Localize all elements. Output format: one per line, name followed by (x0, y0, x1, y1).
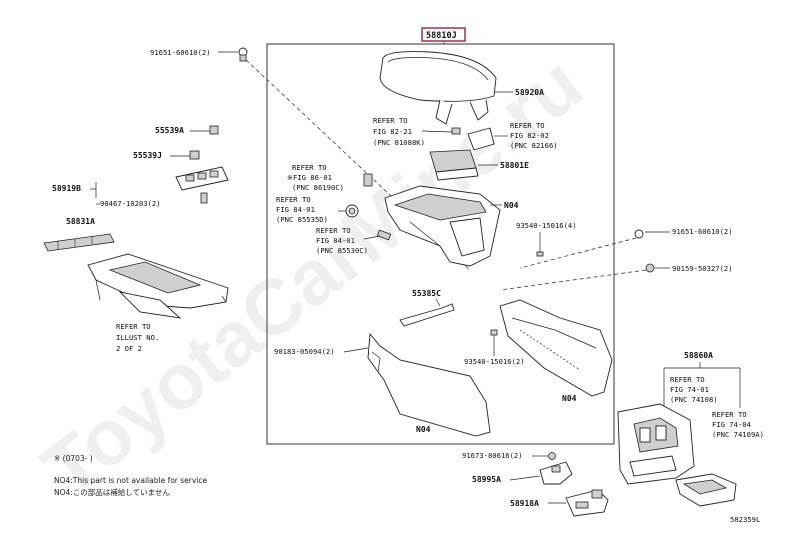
clip-91651-top (238, 47, 248, 62)
nut-90159 (645, 263, 655, 273)
label-ref-8202-c: (PNC 82166) (510, 141, 558, 150)
label-90159: 90159-50327(2) (672, 264, 733, 273)
label-93540-a: 93540-15016(4) (516, 221, 577, 230)
part-58995a-bracket (539, 461, 573, 485)
part-rear-vent-panel (617, 403, 695, 485)
label-n04-b: N04 (562, 394, 577, 403)
label-ref-7401b-b: FIG 74-04 (712, 420, 751, 429)
label-ref-8401a-b: FIG 84-01 (276, 205, 315, 214)
label-ref-8202-b: FIG 82-02 (510, 131, 549, 140)
label-91651-right: 91651-60610(2) (672, 227, 733, 236)
part-58918a-bracket (565, 489, 609, 517)
part-rear-tray (675, 473, 737, 507)
label-refer-left-a: REFER TO (116, 322, 151, 331)
part-side-panel-left-n04 (367, 332, 491, 437)
label-58831a: 58831A (66, 217, 95, 226)
clip-91673 (548, 452, 556, 460)
part-58801e-box (429, 149, 479, 181)
screw-93540-a (536, 251, 544, 257)
label-n04-c: N04 (416, 425, 431, 434)
part-hinge-bracket (467, 127, 495, 151)
label-ref-7401b-a: REFER TO (712, 410, 747, 419)
label-58995a: 58995A (472, 475, 501, 484)
label-ref-8401b-b: FIG 84-01 (316, 236, 355, 245)
dash-line-right-a (519, 237, 637, 269)
part-58831a (43, 233, 115, 252)
label-ref-7401a-a: REFER TO (670, 375, 705, 384)
label-91651-top: 91651-60610(2) (150, 48, 211, 57)
label-ref-7401a-b: FIG 74-01 (670, 385, 709, 394)
part-console-body-n04 (384, 185, 501, 267)
part-55385c-trim (399, 303, 455, 327)
label-ref-7401a-c: (PNC 74108) (670, 395, 718, 404)
title-code: 58810J (426, 31, 457, 41)
label-55385c: 55385C (412, 289, 441, 298)
label-ref-7401b-c: (PNC 74109A) (712, 430, 764, 439)
label-58860a: 58860A (684, 351, 713, 360)
label-ref-8202-a: REFER TO (510, 121, 545, 130)
label-n04-a: N04 (504, 201, 519, 210)
part-switch-panel (175, 166, 229, 204)
label-58920a: 58920A (515, 88, 544, 97)
label-58801e: 58801E (500, 161, 529, 170)
label-ref-8401b-a: REFER TO (316, 226, 351, 235)
label-55539j: 55539J (133, 151, 162, 160)
label-ref-8601-c: (PNC 86190C) (292, 183, 344, 192)
label-ref-8601-a: REFER TO (292, 163, 327, 172)
label-55539a: 55539A (155, 126, 184, 135)
part-55539j (189, 150, 200, 160)
label-ref-8221-b: FIG 82-21 (373, 127, 412, 136)
note-line-3: NO4:この部品は補給していません (54, 487, 170, 497)
part-connector (363, 173, 373, 187)
clip-91651-right (634, 229, 644, 239)
label-ref-8221-c: (PNC 81088K) (373, 138, 425, 147)
label-refer-left-c: 2 OF 2 (116, 344, 142, 353)
part-55539a (209, 125, 219, 135)
part-small-clip-a (451, 127, 461, 135)
label-ref-8401b-c: (PNC 85530C) (316, 246, 368, 255)
title-code-box (421, 27, 466, 42)
label-refer-left-b: ILLUST NO. (116, 333, 159, 342)
label-ref-8221-a: REFER TO (373, 116, 408, 125)
label-58918a: 58918A (510, 499, 539, 508)
label-ref-8601-b: ※FIG 86-01 (287, 173, 332, 182)
part-58920a-armrest-lid (379, 51, 497, 125)
footer-code: 582359L (730, 515, 760, 524)
label-ref-8401a-c: (PNC 85535D) (276, 215, 328, 224)
label-91673: 91673-80616(2) (462, 451, 523, 460)
part-side-panel-right-n04 (499, 299, 613, 397)
part-usb-port (376, 229, 392, 241)
label-58919b: 58919B (52, 184, 81, 193)
label-90183: 90183-05094(2) (274, 347, 335, 356)
screw-93540-b (490, 329, 498, 336)
note-line-1: ※ (0703- ) (54, 454, 93, 463)
label-93540-b: 93540-15016(2) (464, 357, 525, 366)
label-90467: 90467-10203(2) (100, 199, 161, 208)
part-console-base (87, 253, 229, 319)
dash-line-right-b (499, 269, 647, 291)
label-ref-8401a-a: REFER TO (276, 195, 311, 204)
note-line-2: NO4:This part is not available for servi… (54, 476, 208, 485)
part-round-socket (345, 204, 359, 218)
